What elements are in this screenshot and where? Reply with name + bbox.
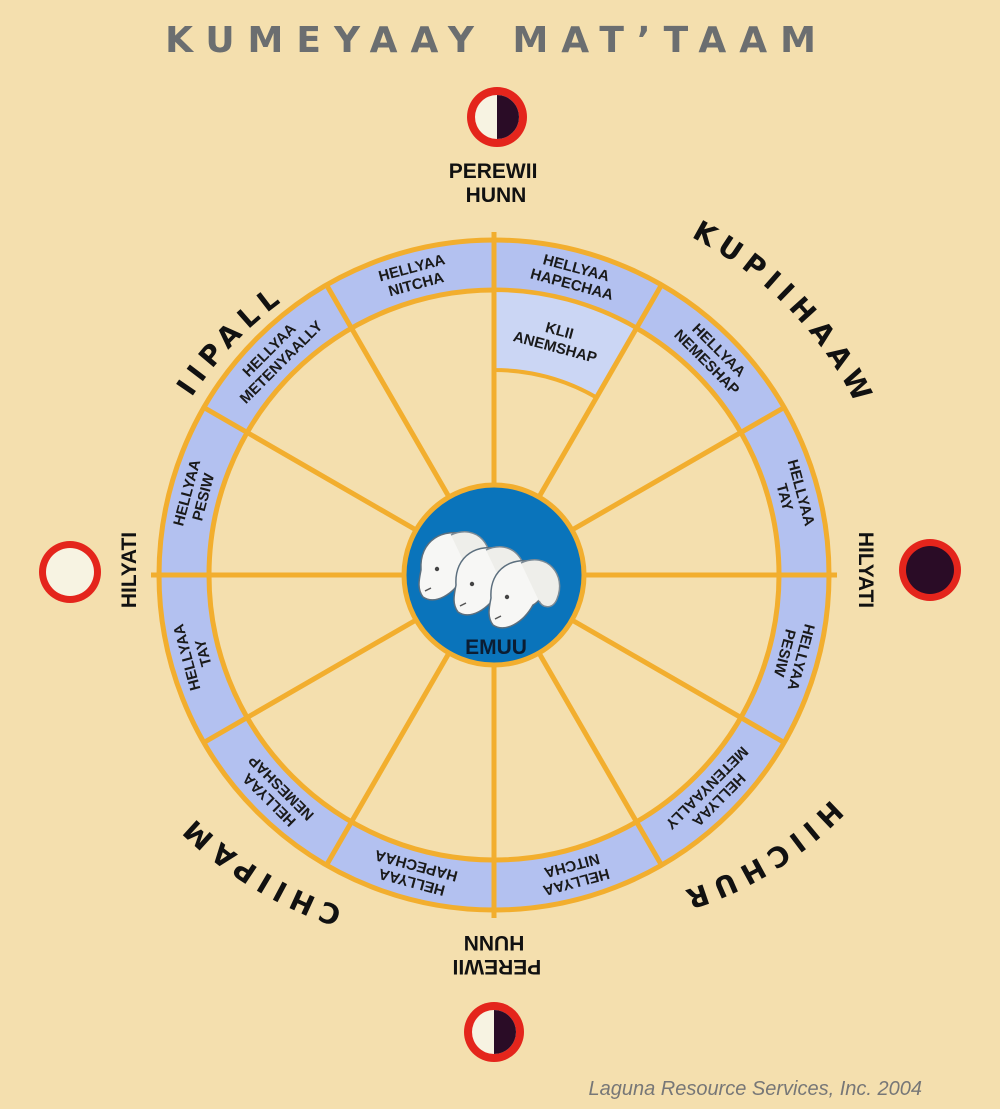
center-label: EMUU	[465, 636, 527, 659]
month-divider	[536, 283, 664, 499]
sheep-head	[488, 559, 561, 629]
sheep-heads-illustration	[418, 531, 561, 629]
month-divider	[536, 651, 664, 867]
calendar-wheel: HELLYAAHAPECHAAHELLYAANEMESHAPHELLYAATAY…	[151, 232, 837, 918]
moon-label-right: HILYATI	[854, 532, 877, 608]
month-divider	[570, 405, 786, 533]
half-moon-top	[467, 87, 527, 147]
new-moon-right	[899, 539, 961, 601]
month-divider	[324, 283, 452, 499]
month-divider	[570, 617, 786, 745]
diagram-title: KUMEYAAY MAT’TAAM	[165, 20, 829, 61]
month-divider	[202, 405, 418, 533]
full-moon-left	[39, 541, 101, 603]
half-moon-bottom	[464, 1002, 524, 1062]
credit-text: Laguna Resource Services, Inc. 2004	[588, 1078, 922, 1100]
moon-label-top: PEREWII HUNN	[449, 160, 544, 207]
month-divider	[324, 651, 452, 867]
month-divider	[202, 617, 418, 745]
moon-label-bottom: PEREWII HUNN	[447, 931, 542, 978]
moon-label-left: HILYATI	[118, 532, 141, 608]
